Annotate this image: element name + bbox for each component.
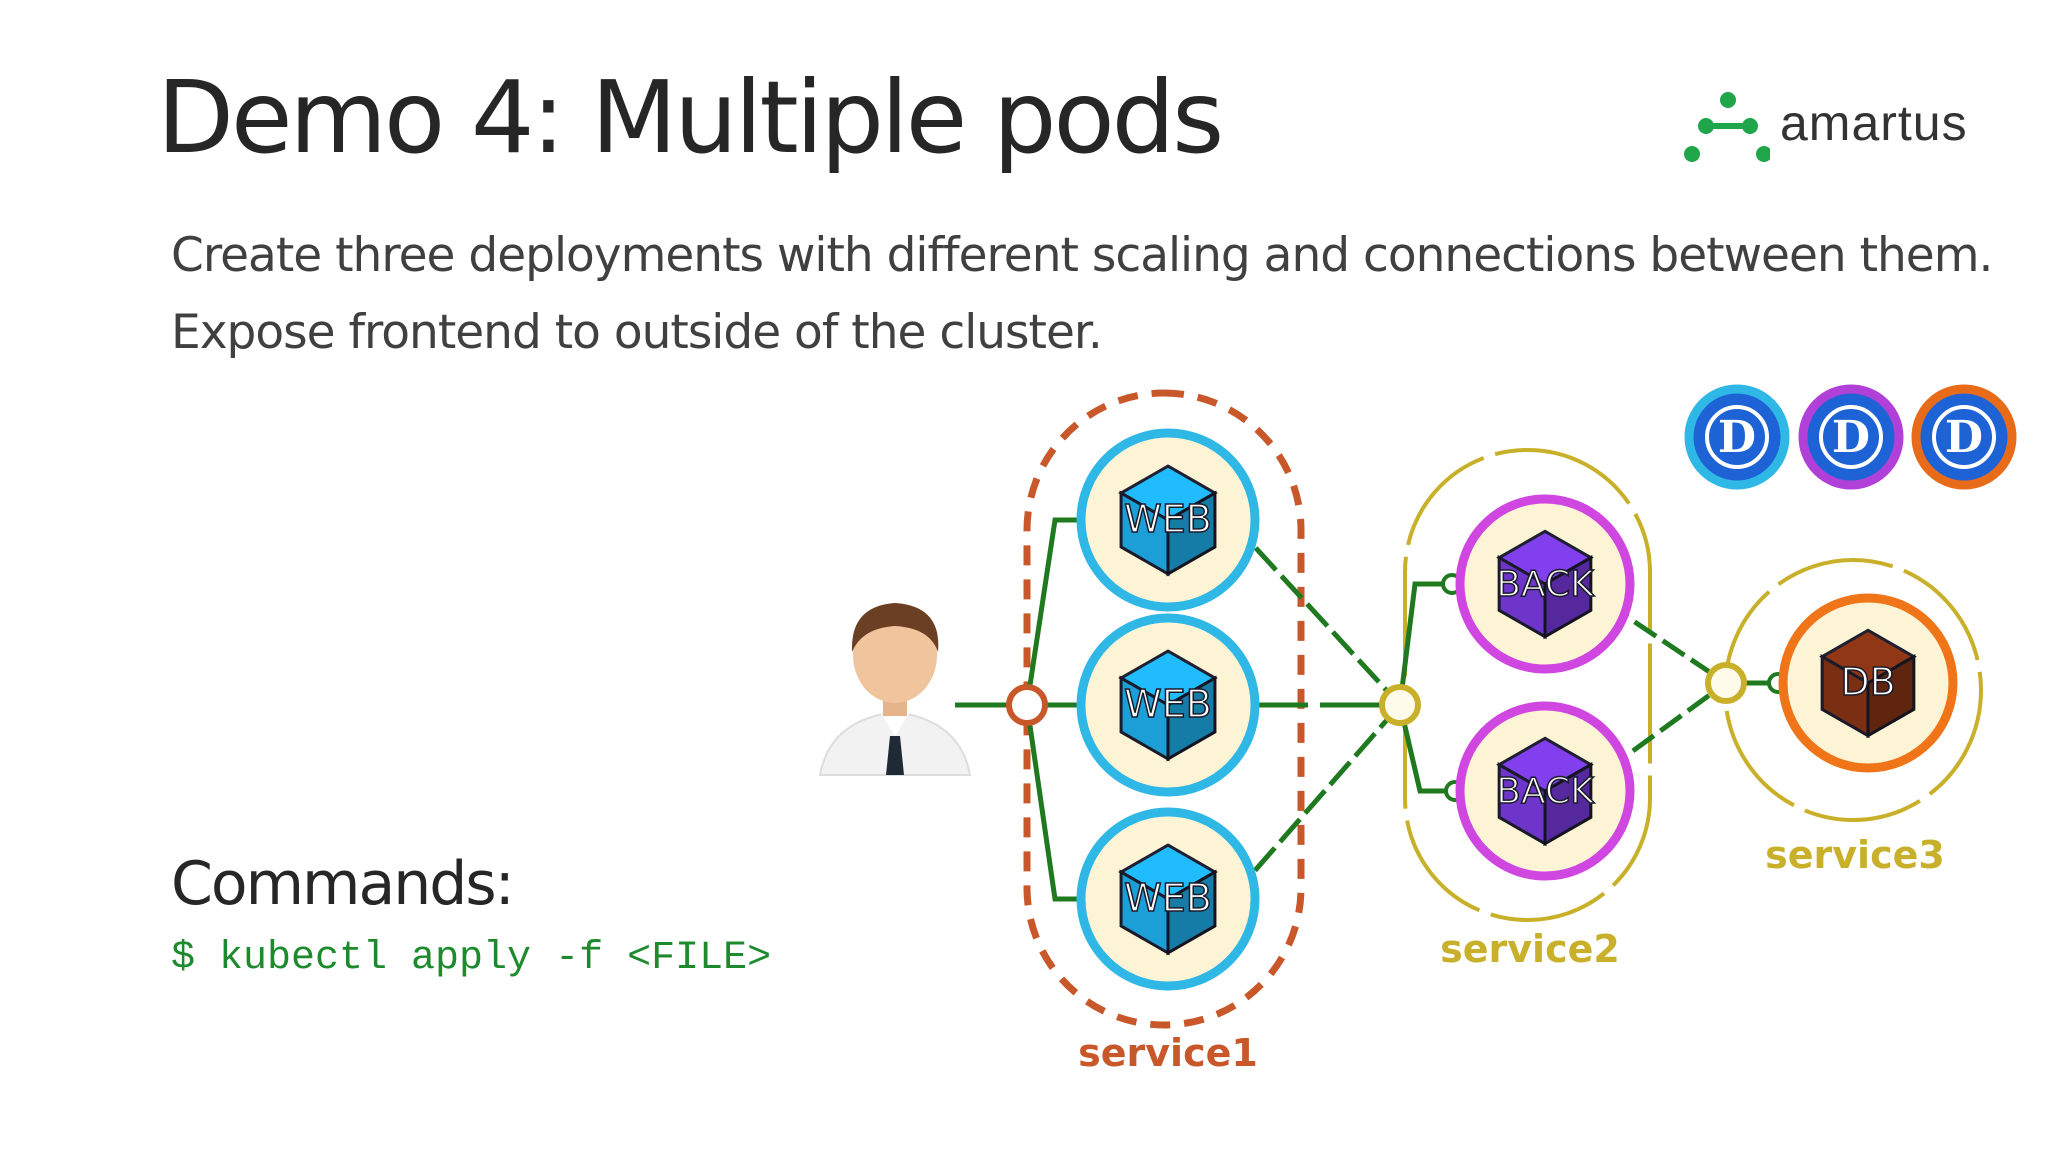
pod-back-4: BACK (1455, 494, 1635, 674)
service1-boundary (1023, 389, 1305, 1029)
service2-label: service2 (1440, 927, 1620, 971)
deployment-icon-ring (1911, 384, 2017, 490)
pods: WEB WEB WEB BACK BACK DB (1076, 428, 1958, 991)
amartus-logo-icon (1684, 92, 1772, 162)
command-text: $ kubectl apply -f <FILE> (171, 936, 772, 981)
service1-node (1006, 684, 1048, 726)
pod-cube-face (1166, 675, 1217, 762)
amartus-logo: amartus (1680, 90, 2000, 170)
pod-label: DB (1840, 660, 1895, 704)
deployment-icon-inner (1705, 405, 1769, 469)
connection-links (955, 517, 1770, 902)
description-line-2: Expose frontend to outside of the cluste… (171, 305, 1103, 360)
pod-web-1: WEB (1076, 428, 1260, 612)
pod-cube-face (1166, 869, 1217, 956)
deployment-icon-letter: D (1832, 412, 1870, 463)
amartus-logo-text: amartus (1780, 95, 1968, 151)
pod-label: WEB (1124, 497, 1212, 541)
description-line-1: Create three deployments with different … (171, 228, 1993, 283)
deployment-icon-inner (1819, 405, 1883, 469)
pod-cube-face (1866, 654, 1916, 739)
deployment-icon-letter: D (1945, 412, 1983, 463)
pod-cube-face (1166, 490, 1217, 577)
slide-title: Demo 4: Multiple pods (157, 59, 1224, 176)
pod-back-5: BACK (1455, 701, 1635, 881)
service3-label: service3 (1765, 833, 1945, 877)
deployment-icon-inner (1932, 405, 1996, 469)
service3-node (1705, 662, 1747, 704)
pod-web-3: WEB (1076, 807, 1260, 991)
deployment-icon-ring (1798, 384, 1904, 490)
pod-web-2: WEB (1076, 613, 1260, 797)
deployment-icon-3: D (1911, 384, 2017, 490)
user-icon (818, 603, 972, 776)
commands-heading: Commands: (171, 849, 515, 919)
service1-label: service1 (1078, 1031, 1258, 1075)
pod-cube-face (1543, 555, 1593, 640)
deployment-icon-ring (1684, 384, 1790, 490)
pod-label: BACK (1496, 771, 1595, 812)
pod-label: WEB (1124, 682, 1212, 726)
pod-label: WEB (1124, 876, 1212, 920)
pod-cube-face (1543, 762, 1593, 847)
service2-boundary (1403, 448, 1652, 922)
deployment-icon-1: D (1684, 384, 1790, 490)
service2-node (1379, 684, 1421, 726)
pod-label: BACK (1496, 564, 1595, 605)
pod-db-6: DB (1778, 593, 1958, 773)
deployment-icon-2: D (1798, 384, 1904, 490)
deployment-icon-letter: D (1718, 412, 1756, 463)
